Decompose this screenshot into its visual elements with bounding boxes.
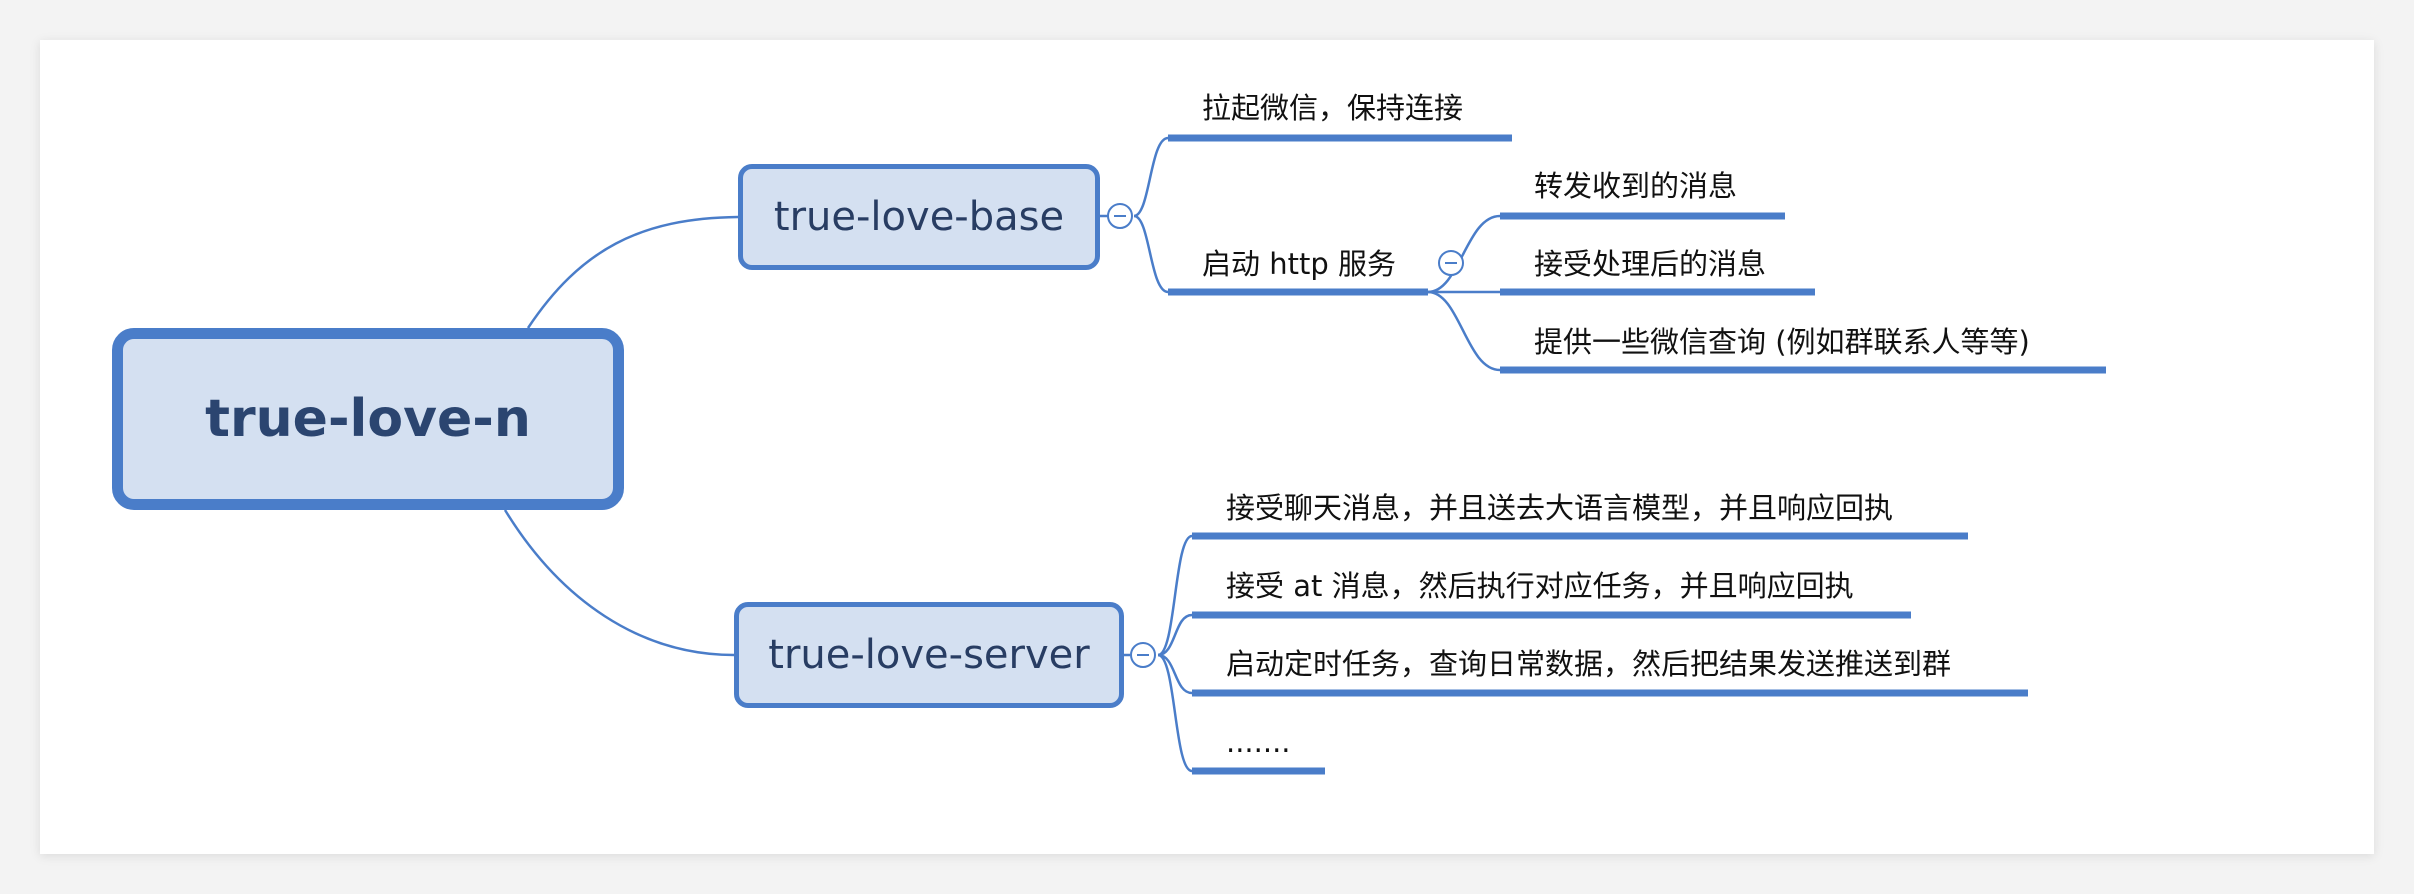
link-server-leaf4 [1157,653,1193,773]
leaf-http-wechat-queries[interactable]: 提供一些微信查询 (例如群联系人等等) [1534,325,2030,359]
collapse-base-minus-circle-icon[interactable] [1107,203,1133,229]
leaf-base-wechat-connect[interactable]: 拉起微信，保持连接 [1202,91,1464,125]
link-server-leaf1 [1157,534,1193,657]
link-http-sub3 [1427,290,1501,372]
link-base-leaf1 [1133,136,1169,218]
leaf-http-forward-messages[interactable]: 转发收到的消息 [1534,169,1738,203]
leaf-http-receive-messages[interactable]: 接受处理后的消息 [1534,247,1767,281]
collapse-server-minus-circle-icon[interactable] [1130,642,1156,668]
leaf-server-more[interactable]: ....... [1226,725,1291,759]
link-root-base [526,215,739,329]
root-node[interactable]: true-love-n [112,328,624,510]
leaf-server-chat-llm[interactable]: 接受聊天消息，并且送去大语言模型，并且响应回执 [1226,491,1894,525]
topic-true-love-server[interactable]: true-love-server [734,602,1124,708]
link-server-leaf2 [1157,613,1193,657]
topic-true-love-base[interactable]: true-love-base [738,164,1100,270]
link-root-server [503,509,735,657]
link-http-sub1 [1427,214,1501,294]
leaf-server-scheduled-tasks[interactable]: 启动定时任务，查询日常数据，然后把结果发送推送到群 [1226,647,1952,681]
leaf-base-http-service[interactable]: 启动 http 服务 [1202,247,1396,281]
collapse-http-minus-circle-icon[interactable] [1438,250,1464,276]
leaf-server-at-tasks[interactable]: 接受 at 消息，然后执行对应任务，并且响应回执 [1226,569,1854,603]
link-base-leaf2 [1133,214,1169,294]
